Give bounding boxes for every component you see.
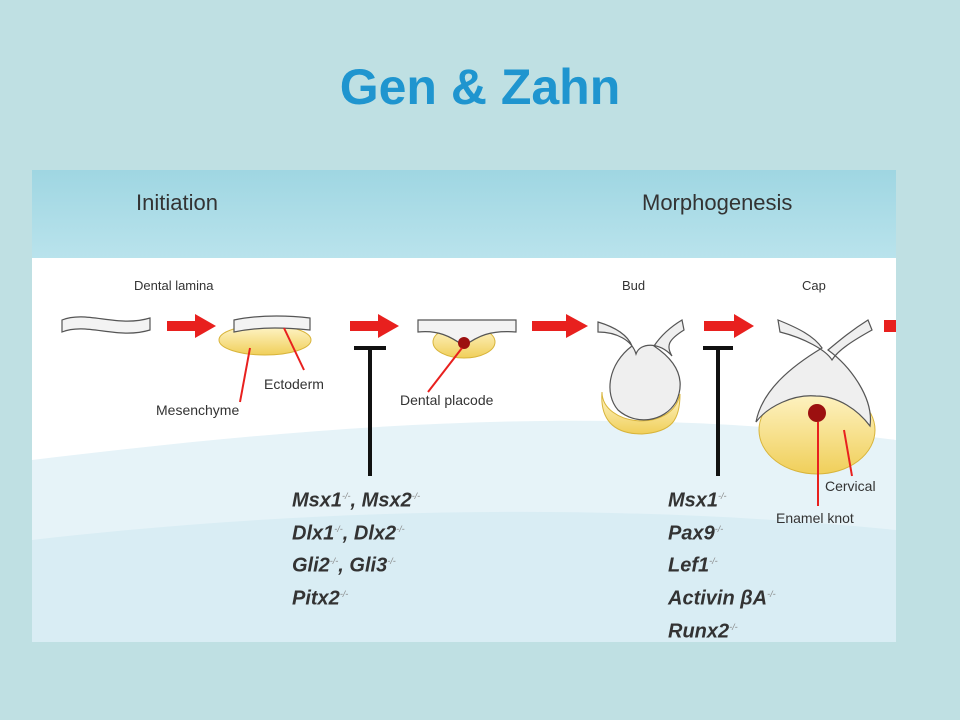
gene-row: Pitx2-/- [292, 587, 349, 610]
stage-bud: Bud [622, 278, 646, 293]
progress-arrow-4 [704, 314, 754, 338]
dental-lamina-shape [61, 316, 151, 334]
phase-initiation: Initiation [136, 190, 218, 215]
gene-row: Dlx1-/-, Dlx2-/- [292, 522, 405, 545]
inhibition-bar-2 [703, 346, 733, 476]
stage-dental-lamina: Dental lamina [134, 278, 214, 293]
label-enamel-knot: Enamel knot [776, 510, 854, 526]
label-dental-placode: Dental placode [400, 392, 494, 408]
gene-row: Gli2-/-, Gli3-/- [292, 554, 396, 577]
cervical-pointer [843, 429, 853, 477]
gene-row: Activin βA-/- [668, 587, 776, 610]
bud-shape [597, 319, 685, 421]
progress-arrow-2 [350, 314, 399, 338]
mesenchyme-pointer [239, 347, 251, 403]
diagram-art [32, 314, 896, 642]
phase-header-band [32, 170, 896, 258]
cap-shape [755, 319, 873, 428]
gene-row: Msx1-/-, Msx2-/- [292, 489, 421, 512]
label-mesenchyme: Mesenchyme [156, 402, 240, 418]
background-wave [32, 511, 896, 642]
ectoderm-pointer [283, 327, 305, 371]
gene-row: Pax9-/- [668, 522, 724, 545]
ectoderm-shape [233, 315, 311, 333]
phase-morphogenesis: Morphogenesis [642, 190, 793, 215]
dental-placode-dot [458, 337, 470, 349]
label-cervical: Cervical [825, 478, 876, 494]
bud-mesenchyme-shape [601, 391, 681, 435]
gene-row: Msx1-/- [668, 489, 727, 512]
enamel-knot-dot [808, 404, 826, 422]
progress-arrow-1 [167, 314, 216, 338]
gene-row: Runx2-/- [668, 620, 738, 642]
progress-arrow-5 [884, 320, 896, 332]
gene-row: Lef1-/- [668, 554, 718, 577]
progress-arrow-3 [532, 314, 588, 338]
inhibition-bar-1 [354, 346, 386, 476]
slide-title: Gen & Zahn [339, 59, 621, 115]
gene-list-initiation: Msx1-/-, Msx2-/- Dlx1-/-, Dlx2-/- Gli2-/… [292, 482, 420, 613]
stage-cap: Cap [802, 278, 826, 293]
label-ectoderm: Ectoderm [264, 376, 324, 392]
gene-list-morphogenesis: Msx1-/- Pax9-/- Lef1-/- Activin βA-/- Ru… [668, 482, 776, 642]
dental-placode-pointer [427, 347, 463, 393]
tooth-development-figure: Initiation Morphogenesis Dental lamina B… [32, 170, 896, 642]
